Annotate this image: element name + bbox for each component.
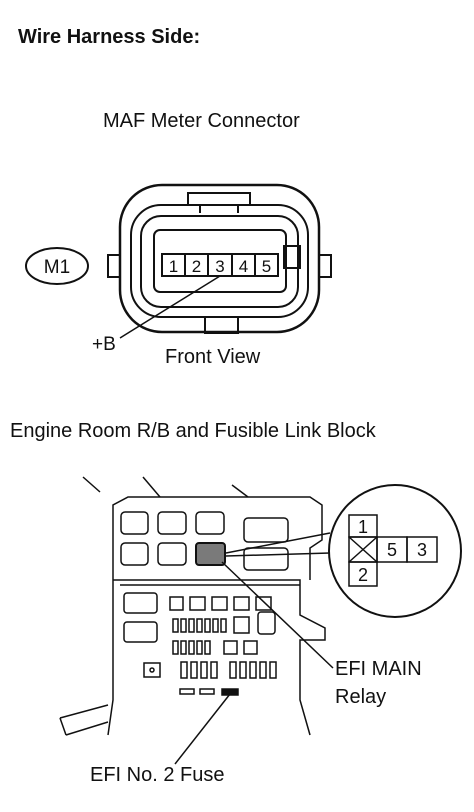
terminal-1-label: 1 (358, 517, 368, 537)
relay-slot (120, 542, 149, 566)
relay-block-title: Engine Room R/B and Fusible Link Block (10, 420, 376, 442)
pin-4-label: 4 (239, 257, 248, 276)
page-title: Wire Harness Side: (18, 26, 201, 48)
pin-2-label: 2 (192, 257, 201, 276)
efi-main-relay-label-line1: EFI MAIN (335, 658, 422, 680)
connector-housing (118, 183, 321, 334)
connector-left-tab (107, 254, 121, 278)
relay-slot (243, 547, 289, 571)
efi-fuse-leader (174, 693, 231, 765)
terminal-3-label: 3 (417, 540, 427, 560)
relay-slot (157, 511, 187, 535)
relay-slot (243, 517, 289, 543)
terminal-callout-circle (328, 484, 462, 618)
relay-slot (157, 542, 187, 566)
lower-block-outline (107, 579, 326, 736)
relay-block-drawing (59, 476, 462, 765)
maf-connector: M1 1 2 3 4 5 +B (25, 183, 332, 355)
connector-pin-frame (153, 229, 287, 293)
front-view-label: Front View (165, 346, 261, 368)
relay-slot (120, 511, 149, 535)
efi-no2-fuse-label: EFI No. 2 Fuse (90, 764, 225, 786)
efi-main-leader (221, 561, 334, 669)
terminal-2-label: 2 (358, 565, 368, 585)
relay-slot (195, 511, 225, 535)
connector-right-tab (318, 254, 332, 278)
efi-main-relay-slot (195, 542, 226, 566)
connector-id-bubble (25, 247, 89, 285)
pin-1-label: 1 (169, 257, 178, 276)
efi-main-relay-label-line2: Relay (335, 686, 387, 708)
connector-cavity (140, 215, 299, 308)
plus-b-label: +B (92, 334, 116, 355)
plus-b-leader (119, 275, 221, 339)
pin-5-label: 5 (262, 257, 271, 276)
connector-inner-wall (130, 204, 309, 318)
maf-connector-title: MAF Meter Connector (103, 110, 300, 132)
connector-id-label: M1 (44, 257, 70, 278)
upper-block-outline (112, 496, 323, 580)
pin-3-label: 3 (215, 257, 224, 276)
connector-key (283, 245, 301, 269)
terminal-5-label: 5 (387, 540, 397, 560)
connector-top-latch (187, 192, 251, 205)
